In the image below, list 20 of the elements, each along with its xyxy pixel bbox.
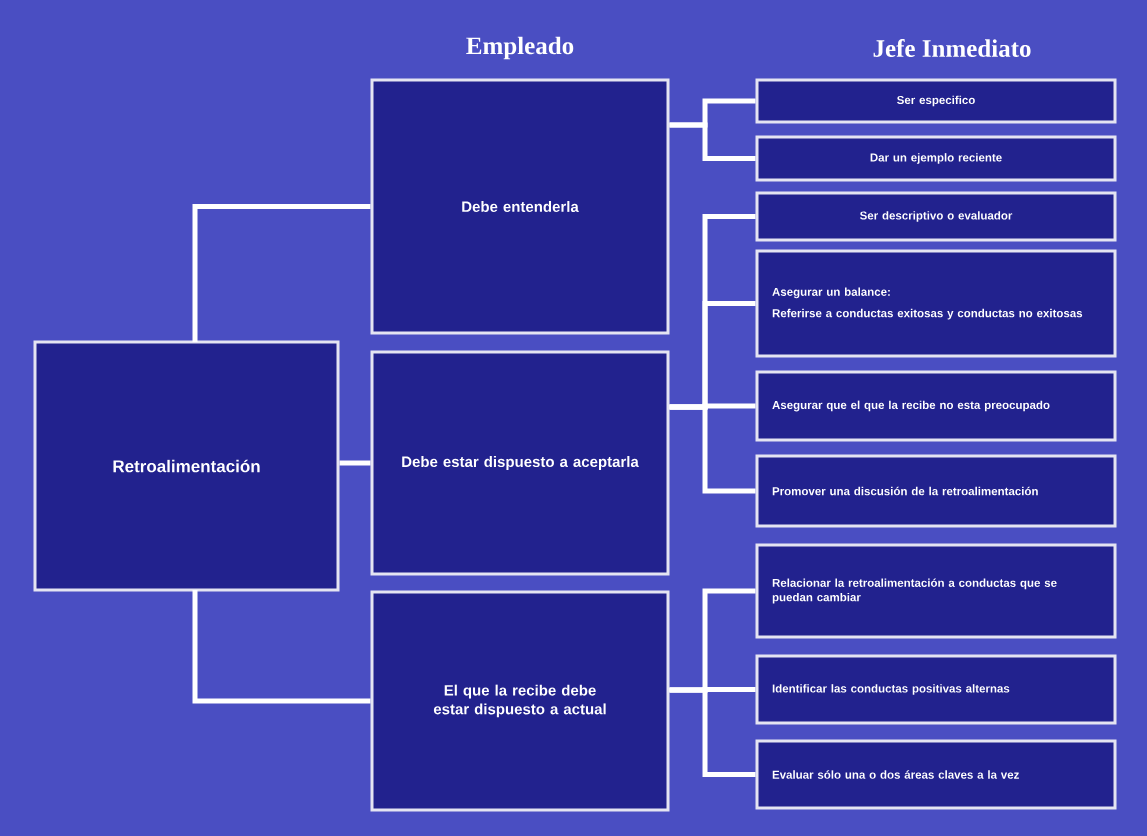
supervisor-box: Ser descriptivo o evaluador xyxy=(755,191,1117,242)
employee-box: Debe entenderla xyxy=(370,78,670,335)
connector-line xyxy=(192,590,371,704)
column-heading: Jefe Inmediato xyxy=(873,39,1031,57)
supervisor-box: Dar un ejemplo reciente xyxy=(755,135,1117,182)
connector-line xyxy=(669,404,756,494)
connector-line xyxy=(669,122,756,161)
supervisor-box: Evaluar sólo una o dos áreas claves a la vez xyxy=(755,739,1117,810)
supervisor-box: Promover una discusión de la retroalimentación xyxy=(755,454,1117,528)
connector-line xyxy=(192,204,371,342)
supervisor-box: Asegurar un balance: Referirse a conductas exitosas y conductas no exitosas xyxy=(755,249,1117,358)
supervisor-box: Ser especifico xyxy=(755,78,1117,124)
connector-line xyxy=(669,687,756,777)
supervisor-box: Relacionar la retroalimentación a conductas que se puedan cambiar xyxy=(755,543,1117,639)
employee-box: El que la recibe debe estar dispuesto a actual xyxy=(370,590,670,812)
employee-box: Debe estar dispuesto a aceptarla xyxy=(370,350,670,576)
supervisor-box: Asegurar que el que la recibe no esta preocupado xyxy=(755,370,1117,442)
root-box: Retroalimentación xyxy=(33,340,340,592)
supervisor-box: Identificar las conductas positivas alternas xyxy=(755,654,1117,725)
connector-line xyxy=(339,460,371,466)
